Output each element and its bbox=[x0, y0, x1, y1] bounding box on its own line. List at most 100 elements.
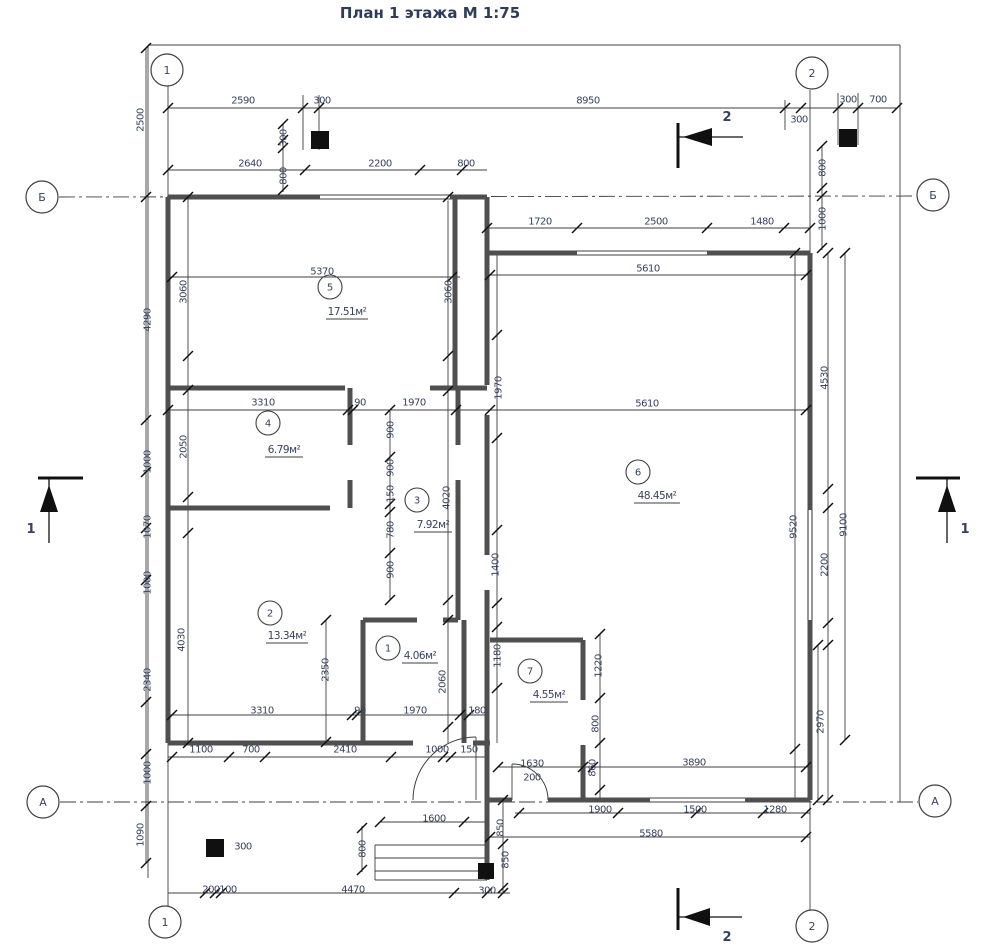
room-number-circle bbox=[257, 600, 283, 626]
dimension-tick bbox=[356, 822, 368, 834]
dimension-label: 1970 bbox=[402, 398, 426, 409]
dimension-tick bbox=[795, 102, 807, 114]
axis-marker-label: 2 bbox=[809, 67, 816, 80]
axis-marker-label: 1 bbox=[162, 916, 169, 929]
dimension-label: 90 bbox=[354, 706, 366, 717]
dimension-tick bbox=[313, 102, 325, 114]
dimension-tick bbox=[384, 594, 396, 606]
dimension-tick bbox=[384, 404, 396, 416]
dimension-tick bbox=[789, 247, 801, 259]
dimension-label: 1180 bbox=[493, 644, 504, 668]
dimension-label: 8950 bbox=[576, 96, 600, 107]
dimension-tick bbox=[456, 164, 468, 176]
dimension-label: 1000 bbox=[143, 450, 154, 474]
axis-marker-label: А bbox=[931, 795, 939, 808]
axis-marker-circle bbox=[918, 784, 952, 818]
dimension-tick bbox=[442, 594, 454, 606]
dimension-tick bbox=[182, 350, 194, 362]
dimension-tick bbox=[822, 502, 834, 514]
room-number: 1 bbox=[385, 644, 391, 655]
dimension-tick bbox=[384, 498, 396, 510]
dimension-tick bbox=[852, 102, 864, 114]
dimension-label: 2350 bbox=[321, 658, 332, 682]
dimension-tick bbox=[448, 887, 460, 899]
dimension-tick bbox=[166, 751, 178, 763]
dimension-label: 850 bbox=[501, 851, 512, 869]
axis-marker-label: А bbox=[39, 796, 47, 809]
dimension-label: 1070 bbox=[143, 515, 154, 539]
dimension-label: 3060 bbox=[444, 280, 455, 304]
dimension-tick bbox=[497, 794, 509, 806]
dimension-label: 800 bbox=[457, 159, 475, 170]
dimension-tick bbox=[587, 761, 599, 773]
room-number-circle bbox=[255, 410, 281, 436]
dimension-tick bbox=[454, 709, 466, 721]
dimension-tick bbox=[162, 164, 174, 176]
dimension-tick bbox=[484, 831, 496, 843]
dimension-tick bbox=[594, 737, 606, 749]
dimension-tick bbox=[182, 491, 194, 503]
dimension-label: 4020 bbox=[442, 486, 453, 510]
dimension-label: 300 bbox=[790, 115, 808, 126]
dimension-label: 1970 bbox=[403, 706, 427, 717]
dimension-tick bbox=[140, 696, 152, 708]
dimension-tick bbox=[199, 887, 211, 899]
dimension-tick bbox=[446, 271, 458, 283]
dimension-label: 2640 bbox=[238, 159, 262, 170]
dimension-label: 700 bbox=[869, 95, 887, 106]
dimension-tick bbox=[577, 761, 589, 773]
dimension-tick bbox=[384, 506, 396, 518]
dimension-label: 4530 bbox=[820, 366, 831, 390]
column-marker bbox=[311, 131, 329, 149]
dimension-label: 2970 bbox=[816, 710, 827, 734]
dimension-tick bbox=[140, 748, 152, 760]
room-number: 2 bbox=[267, 609, 273, 620]
dimension-tick bbox=[182, 191, 194, 203]
dimension-tick bbox=[816, 190, 828, 202]
dimension-tick bbox=[162, 102, 174, 114]
dimension-label: 5580 bbox=[639, 829, 663, 840]
room-number-circle bbox=[317, 274, 343, 300]
dimension-tick bbox=[612, 807, 624, 819]
dimension-label: 1000 bbox=[818, 207, 829, 231]
dimension-tick bbox=[492, 761, 504, 773]
dimension-label: 200 bbox=[523, 773, 541, 784]
dimension-label: 90 bbox=[354, 398, 366, 409]
column-marker bbox=[206, 839, 224, 857]
dimension-label: 2590 bbox=[231, 96, 255, 107]
section-mark-label: 1 bbox=[960, 522, 969, 537]
room-area-label: 17.51м² bbox=[328, 306, 367, 318]
dimension-tick bbox=[839, 247, 851, 259]
dimension-tick bbox=[445, 751, 457, 763]
dimension-tick bbox=[437, 751, 449, 763]
dimension-label: 1480 bbox=[750, 217, 774, 228]
dimension-tick bbox=[822, 794, 834, 806]
dimension-tick bbox=[166, 271, 178, 283]
dimension-tick bbox=[356, 864, 368, 876]
dimension-label: 2200 bbox=[820, 553, 831, 577]
dimension-tick bbox=[277, 142, 289, 154]
dimension-tick bbox=[497, 882, 509, 894]
dimension-label: 700 bbox=[242, 745, 260, 756]
dimension-label: 9100 bbox=[839, 513, 850, 537]
dimension-tick bbox=[182, 737, 194, 749]
dimension-tick bbox=[779, 102, 791, 114]
dimension-tick bbox=[140, 466, 152, 478]
dimension-tick bbox=[442, 350, 454, 362]
dimension-tick bbox=[812, 639, 824, 651]
dimension-tick bbox=[497, 838, 509, 850]
dimension-label: 2340 bbox=[143, 668, 154, 692]
dimension-tick bbox=[816, 182, 828, 194]
dimension-tick bbox=[891, 102, 903, 114]
dimension-tick bbox=[800, 404, 812, 416]
dimension-tick bbox=[484, 404, 496, 416]
dimension-tick bbox=[140, 522, 152, 534]
dimension-tick bbox=[140, 800, 152, 812]
dimension-label: 780 bbox=[386, 521, 397, 539]
dimension-label: 1220 bbox=[594, 654, 605, 678]
dimension-tick bbox=[822, 617, 834, 629]
dimension-label: 1400 bbox=[491, 553, 502, 577]
dimension-tick bbox=[816, 140, 828, 152]
axis-marker-circle bbox=[916, 178, 950, 212]
dimension-label: 300 bbox=[234, 842, 252, 853]
